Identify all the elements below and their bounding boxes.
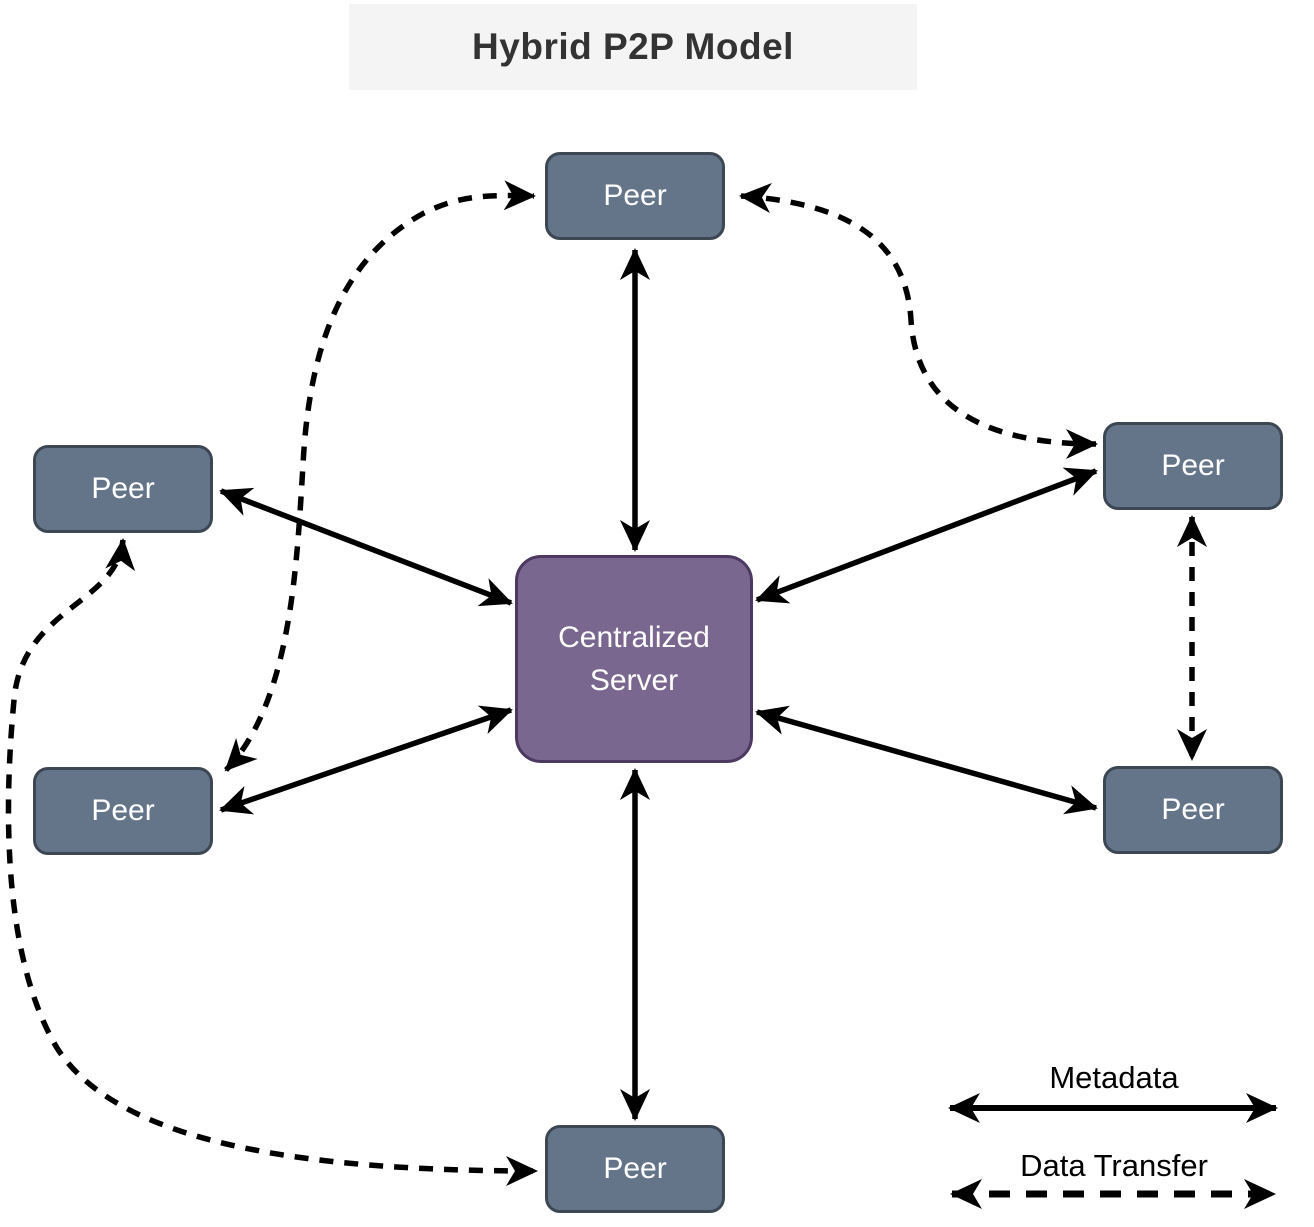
- edge-metadata-server-peer-bottom-left: [219, 705, 513, 815]
- peer-label: Peer: [1161, 793, 1225, 826]
- diagram-title: Hybrid P2P Model: [349, 4, 917, 90]
- edge-data-peer-bottom-left-peer-top: [224, 180, 536, 772]
- peer-label: Peer: [91, 472, 155, 505]
- edge-metadata-server-peer-right: [755, 467, 1098, 604]
- server-label: Centralized Server: [558, 616, 710, 702]
- peer-label: Peer: [603, 179, 667, 212]
- peer-label: Peer: [1161, 449, 1225, 482]
- legend-data-transfer-label: Data Transfer: [1020, 1148, 1208, 1183]
- peer-node-left: Peer: [33, 445, 213, 533]
- peer-label: Peer: [91, 794, 155, 827]
- peer-node-bottom-right: Peer: [1103, 766, 1283, 854]
- server-label-line1: Centralized: [558, 621, 710, 654]
- peer-node-top: Peer: [545, 152, 725, 240]
- edge-metadata-server-peer-bottom-right: [755, 705, 1098, 815]
- peer-label: Peer: [603, 1152, 667, 1185]
- edge-data-peer-top-peer-right: [739, 183, 1098, 459]
- peer-node-bottom: Peer: [545, 1125, 725, 1213]
- peer-node-right: Peer: [1103, 422, 1283, 510]
- server-label-line2: Server: [589, 664, 679, 697]
- edge-data-peer-left-peer-bottom: [5, 538, 538, 1186]
- edge-metadata-server-peer-left: [219, 487, 513, 607]
- peer-node-bottom-left: Peer: [33, 767, 213, 855]
- legend-metadata-label: Metadata: [1049, 1060, 1179, 1095]
- centralized-server-node: Centralized Server: [515, 555, 753, 763]
